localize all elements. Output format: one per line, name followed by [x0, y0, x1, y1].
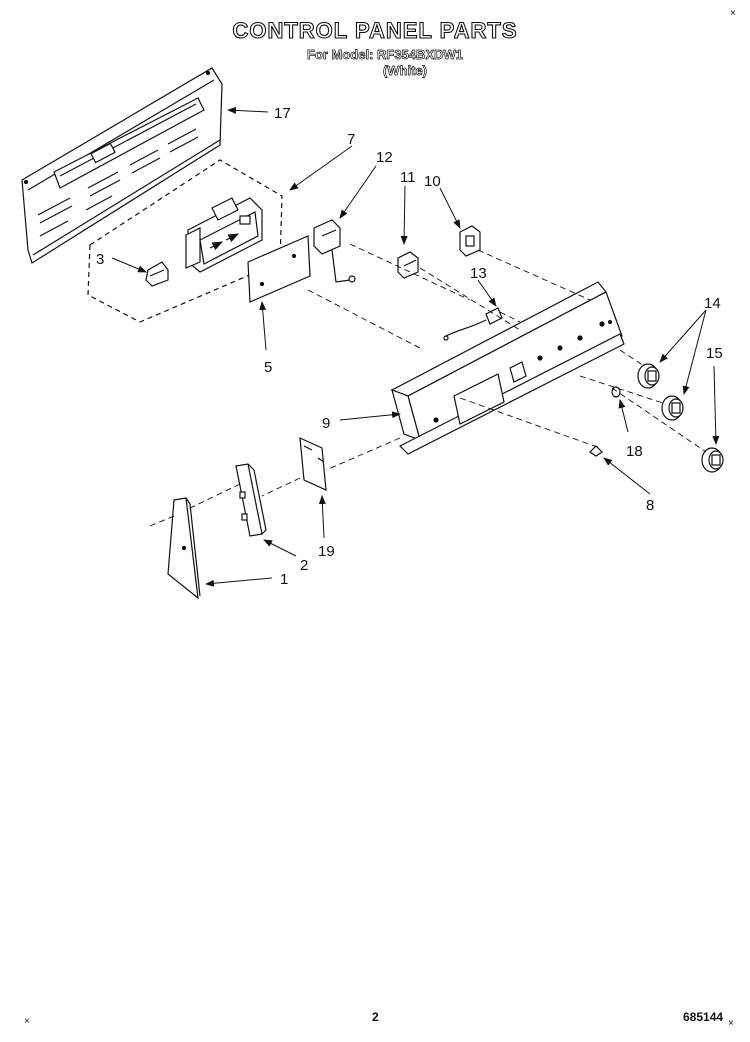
callout-9: 9 [322, 415, 330, 432]
alignment-lines [149, 243, 707, 527]
callout-5: 5 [264, 359, 272, 376]
end-cap-1 [167, 497, 201, 600]
model-line: For Model: RF354BXDW1 [306, 47, 464, 63]
callout-2: 2 [300, 557, 308, 574]
callout-14: 14 [704, 295, 721, 312]
clock-assembly-outline [87, 159, 283, 323]
callout-12: 12 [376, 149, 393, 166]
callout-8: 8 [646, 497, 654, 514]
callout-1: 1 [280, 571, 288, 588]
switch-part-10 [459, 225, 481, 257]
color-line: (White) [382, 63, 428, 79]
wire-harness [443, 307, 503, 341]
switch-part-12 [313, 219, 356, 283]
page-title: CONTROL PANEL PARTS [232, 17, 518, 43]
callout-19: 19 [318, 543, 335, 560]
callout-15: 15 [706, 345, 723, 362]
clip-part [145, 261, 169, 287]
clock-timer-assembly [185, 197, 263, 273]
document-number: 685144 [683, 1010, 724, 1024]
callout-17: 17 [274, 105, 291, 122]
callout-arrows [111, 106, 720, 587]
page-number: 2 [372, 1010, 379, 1024]
callout-13: 13 [470, 265, 487, 282]
control-knob-14a [637, 363, 660, 389]
side-bracket-2 [235, 463, 267, 537]
control-knob-15 [701, 447, 724, 473]
callout-10: 10 [424, 173, 441, 190]
callout-11: 11 [400, 169, 416, 186]
bracket-part-19 [299, 437, 327, 491]
overlay-label [247, 235, 311, 303]
registration-mark-top-right: × [730, 8, 736, 19]
callout-3: 3 [96, 251, 104, 268]
backguard-panel [21, 67, 223, 264]
cap-part-8 [589, 445, 603, 457]
switch-part-11 [397, 251, 419, 279]
control-panel-main [390, 281, 625, 455]
callout-7: 7 [347, 131, 355, 148]
callout-18: 18 [626, 443, 643, 460]
registration-mark-bottom-right: × [728, 1018, 734, 1029]
registration-mark-bottom-left: × [24, 1016, 30, 1027]
control-knob-14b [661, 395, 684, 421]
